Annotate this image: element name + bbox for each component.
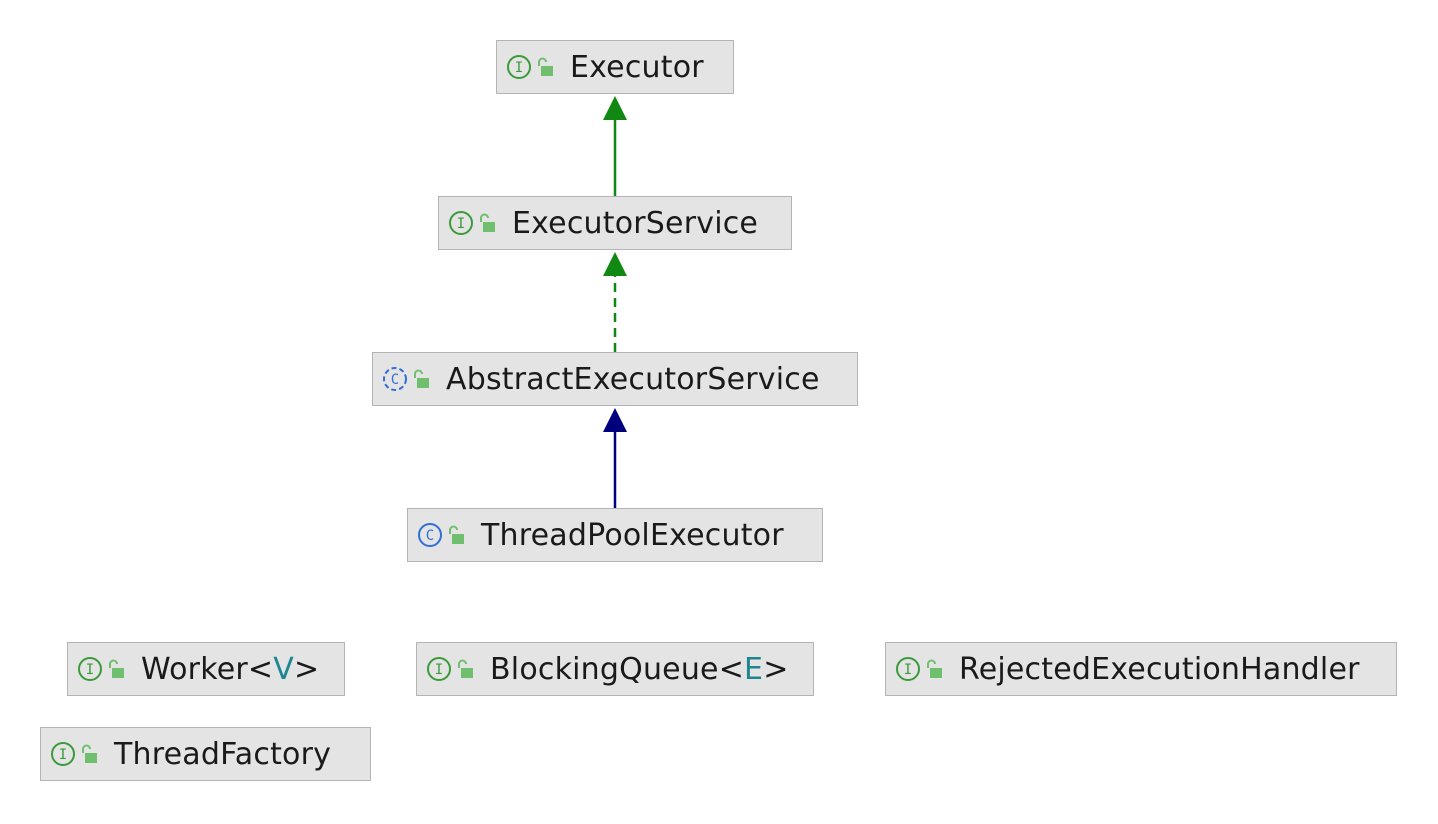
interface-icon: I — [78, 657, 102, 681]
svg-text:C: C — [426, 528, 434, 544]
node-worker[interactable]: I Worker<V> — [67, 642, 345, 696]
arrowhead-executor — [603, 96, 627, 120]
svg-text:I: I — [457, 216, 465, 232]
arrowhead-abstractexecutorservice — [603, 408, 627, 432]
worker-type-open: < — [247, 651, 274, 687]
svg-text:I: I — [904, 662, 912, 678]
blocking-queue-name-text: BlockingQueue — [490, 651, 719, 687]
interface-icon: I — [51, 742, 75, 766]
node-executor-name: Executor — [570, 49, 704, 85]
node-thread-pool-executor[interactable]: C ThreadPoolExecutor — [407, 508, 823, 562]
worker-type-close: > — [293, 651, 320, 687]
node-thread-factory-name: ThreadFactory — [114, 736, 332, 772]
public-lock-icon — [538, 57, 553, 76]
blocking-queue-type-param: E — [744, 651, 764, 687]
arrowhead-executorservice — [603, 252, 627, 276]
node-abstract-executor-service-name: AbstractExecutorService — [446, 361, 820, 397]
svg-text:C: C — [391, 372, 399, 388]
public-lock-icon — [458, 659, 473, 678]
public-lock-icon — [109, 659, 124, 678]
node-blocking-queue-name: BlockingQueue<E> — [490, 652, 789, 687]
public-lock-icon — [414, 369, 429, 388]
blocking-queue-type-close: > — [763, 651, 789, 687]
svg-text:I: I — [86, 662, 94, 678]
public-lock-icon — [927, 659, 942, 678]
node-executor[interactable]: I Executor — [496, 40, 734, 94]
abstract-class-icon: C — [383, 367, 407, 391]
public-lock-icon — [449, 525, 464, 544]
interface-icon: I — [427, 657, 451, 681]
node-thread-pool-executor-name: ThreadPoolExecutor — [481, 517, 784, 553]
node-abstract-executor-service[interactable]: C AbstractExecutorService — [372, 352, 858, 406]
blocking-queue-type-open: < — [718, 651, 745, 687]
interface-icon: I — [507, 55, 531, 79]
svg-text:I: I — [435, 662, 443, 678]
interface-icon: I — [896, 657, 920, 681]
node-rejected-execution-handler[interactable]: I RejectedExecutionHandler — [885, 642, 1397, 696]
interface-icon: I — [449, 211, 473, 235]
node-executor-service-name: ExecutorService — [512, 205, 759, 241]
worker-name-text: Worker — [141, 651, 248, 687]
svg-text:I: I — [515, 60, 523, 76]
worker-type-param: V — [273, 651, 294, 687]
class-icon: C — [418, 523, 442, 547]
node-thread-factory[interactable]: I ThreadFactory — [40, 727, 371, 781]
node-rejected-execution-handler-name: RejectedExecutionHandler — [959, 651, 1360, 687]
public-lock-icon — [480, 213, 495, 232]
node-executor-service[interactable]: I ExecutorService — [438, 196, 792, 250]
public-lock-icon — [82, 744, 97, 763]
node-worker-name: Worker<V> — [141, 652, 319, 687]
node-blocking-queue[interactable]: I BlockingQueue<E> — [416, 642, 814, 696]
svg-text:I: I — [59, 747, 67, 763]
